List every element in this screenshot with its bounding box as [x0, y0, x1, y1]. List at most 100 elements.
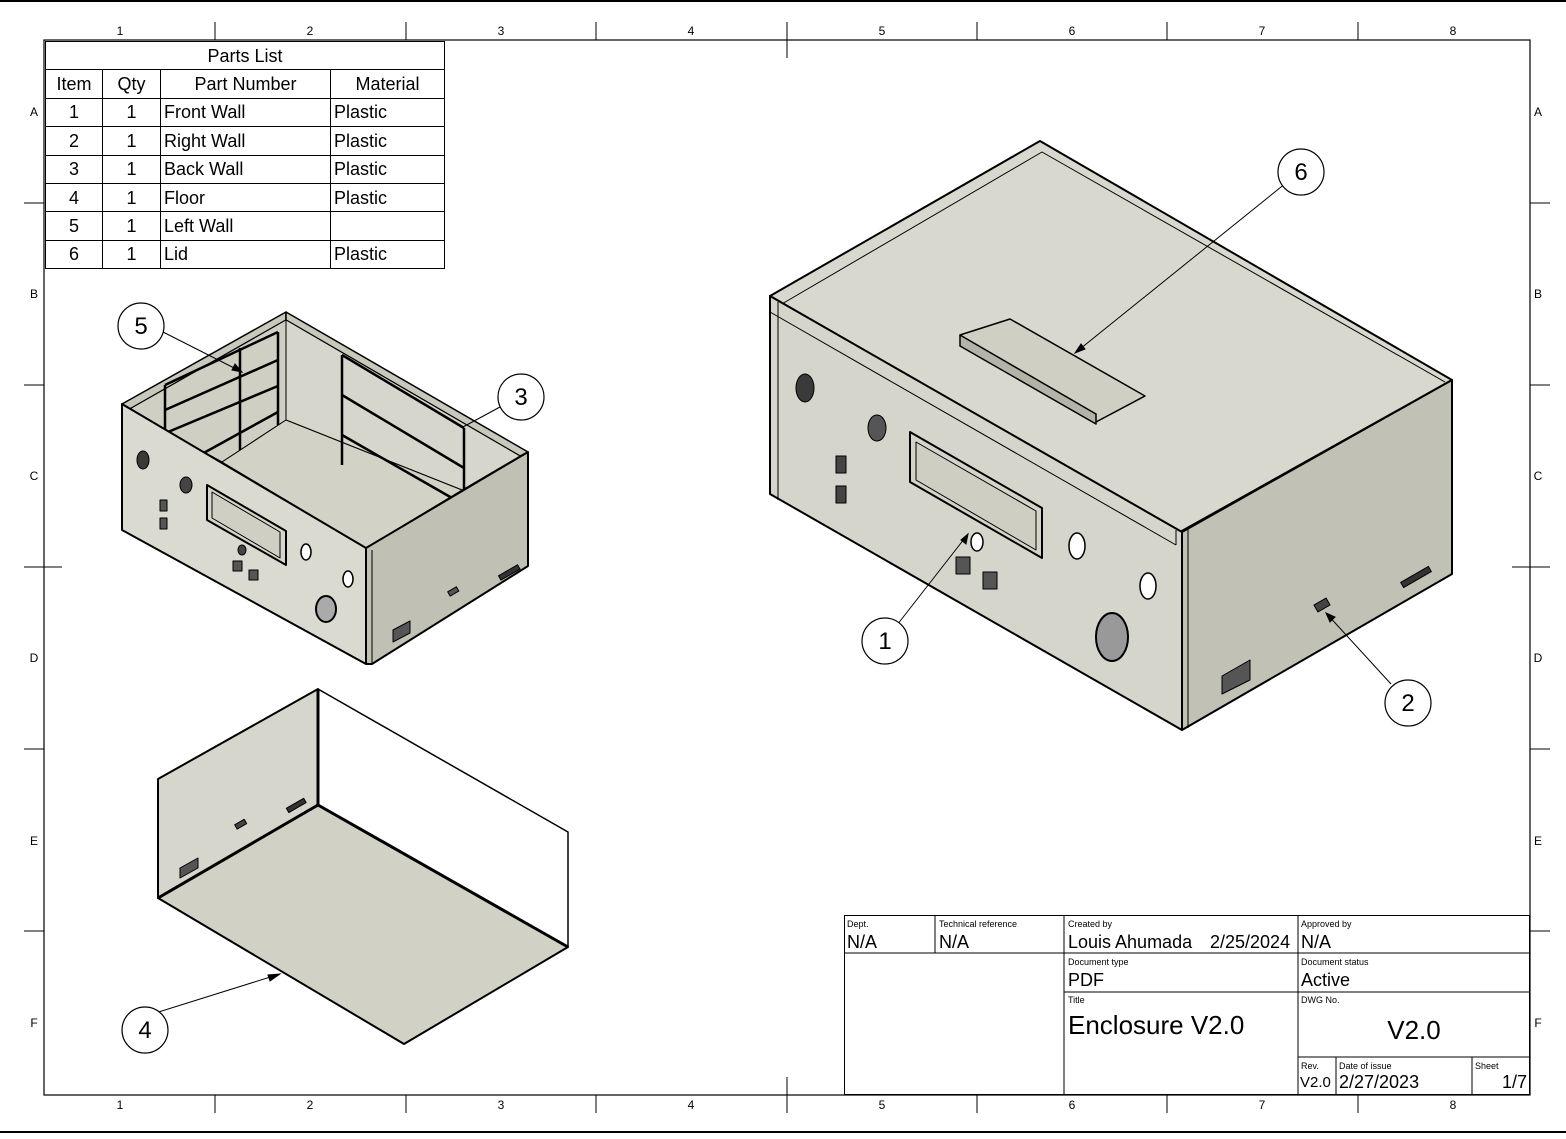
issue-date-value: 2/27/2023: [1339, 1072, 1420, 1092]
zone-label: B: [1534, 287, 1542, 301]
parts-list-cell: Plastic: [330, 97, 445, 128]
parts-list-title: Parts List: [45, 40, 445, 71]
balloon-number: 3: [514, 384, 527, 411]
zone-label: 8: [1450, 1098, 1457, 1112]
zone-label: 1: [117, 1098, 124, 1112]
parts-list-cell: 1: [102, 97, 161, 128]
parts-list-cell: Floor: [160, 182, 331, 213]
zone-label: D: [30, 651, 39, 665]
balloon-callouts: 1 2 3 4 5 6: [117, 148, 1432, 1054]
approved-label: Approved by: [1301, 919, 1352, 929]
assembled-enclosure-view: [769, 140, 1453, 731]
parts-list-header: Material: [330, 69, 445, 99]
created-by-value: Louis Ahumada: [1068, 932, 1193, 952]
zone-label: C: [30, 469, 39, 483]
parts-list-cell: Plastic: [330, 154, 445, 184]
parts-list-cell: Front Wall: [160, 97, 331, 128]
title-block: Dept. N/A Technical reference N/A Create…: [844, 915, 1530, 1095]
parts-list-cell: 2: [45, 126, 103, 156]
balloon-circle: [1277, 148, 1325, 196]
dept-value: N/A: [847, 932, 878, 952]
zone-label: B: [30, 287, 38, 301]
parts-list-header: Part Number: [160, 69, 331, 99]
parts-list-cell: Lid: [160, 239, 331, 270]
title-label: Title: [1068, 995, 1085, 1005]
parts-list-cell: 6: [45, 239, 103, 270]
balloon-circle: [497, 373, 545, 421]
docstatus-value: Active: [1301, 970, 1351, 990]
zone-label: 4: [688, 24, 695, 38]
balloon-number: 1: [878, 628, 891, 655]
zone-label: E: [1534, 834, 1542, 848]
balloon-circle: [121, 1006, 169, 1054]
balloon-circle: [861, 617, 909, 665]
docstatus-label: Document status: [1301, 957, 1369, 967]
balloon-number: 6: [1294, 159, 1307, 186]
zone-label: F: [30, 1016, 37, 1030]
parts-list-header: Qty: [102, 69, 161, 99]
zone-label: A: [30, 105, 38, 119]
zone-label: E: [30, 834, 38, 848]
dept-label: Dept.: [847, 919, 869, 929]
sheet-value: 1/7: [1501, 1072, 1527, 1092]
zone-label: 7: [1259, 1098, 1266, 1112]
parts-list-cell: 1: [102, 211, 161, 241]
parts-list-cell: Left Wall: [160, 211, 331, 241]
zone-label: 5: [879, 1098, 886, 1112]
techref-value: N/A: [939, 932, 970, 952]
balloon-number: 5: [134, 313, 147, 340]
created-date-value: 2/25/2024: [1210, 932, 1291, 952]
balloon-number: 2: [1401, 690, 1414, 717]
zone-label: 8: [1450, 24, 1457, 38]
title-block-grid: [844, 915, 1530, 1095]
parts-list-cell: 1: [45, 97, 103, 128]
parts-list-cell: Plastic: [330, 182, 445, 213]
zone-label: 7: [1259, 24, 1266, 38]
balloon-circle: [1384, 679, 1432, 727]
parts-list-cell: Right Wall: [160, 126, 331, 156]
issue-label: Date of issue: [1339, 1061, 1392, 1071]
zone-label: 6: [1069, 1098, 1076, 1112]
parts-list-cell: 1: [102, 239, 161, 270]
zone-label: 4: [688, 1098, 695, 1112]
zone-label: C: [1534, 469, 1543, 483]
dwg-number: V2.0: [1387, 1015, 1441, 1045]
parts-list-header: Item: [45, 69, 103, 99]
rev-value: V2.0: [1300, 1074, 1331, 1091]
zone-label: 2: [307, 24, 314, 38]
dwg-label: DWG No.: [1301, 995, 1340, 1005]
zone-label: 5: [879, 24, 886, 38]
zone-label: 2: [307, 1098, 314, 1112]
rev-label: Rev.: [1301, 1061, 1319, 1071]
zone-label: 3: [498, 24, 505, 38]
zone-label: D: [1534, 651, 1543, 665]
parts-list-cell: 5: [45, 211, 103, 241]
balloon-number: 4: [138, 1017, 151, 1044]
parts-list-cell: 1: [102, 182, 161, 213]
drawing-title: Enclosure V2.0: [1068, 1010, 1245, 1040]
zone-label: F: [1534, 1016, 1541, 1030]
floor-view: [157, 688, 569, 1045]
approved-value: N/A: [1301, 932, 1332, 952]
zone-label: 6: [1069, 24, 1076, 38]
doctype-label: Document type: [1068, 957, 1129, 967]
balloon-circle: [117, 302, 165, 350]
parts-list-cell: 1: [102, 126, 161, 156]
zone-label: A: [1534, 105, 1542, 119]
parts-list-cell: 4: [45, 182, 103, 213]
parts-list-cell: Back Wall: [160, 154, 331, 184]
parts-list-cell: Plastic: [330, 239, 445, 270]
created-label: Created by: [1068, 919, 1113, 929]
parts-list-cell: 1: [102, 154, 161, 184]
parts-list-cell: 3: [45, 154, 103, 184]
